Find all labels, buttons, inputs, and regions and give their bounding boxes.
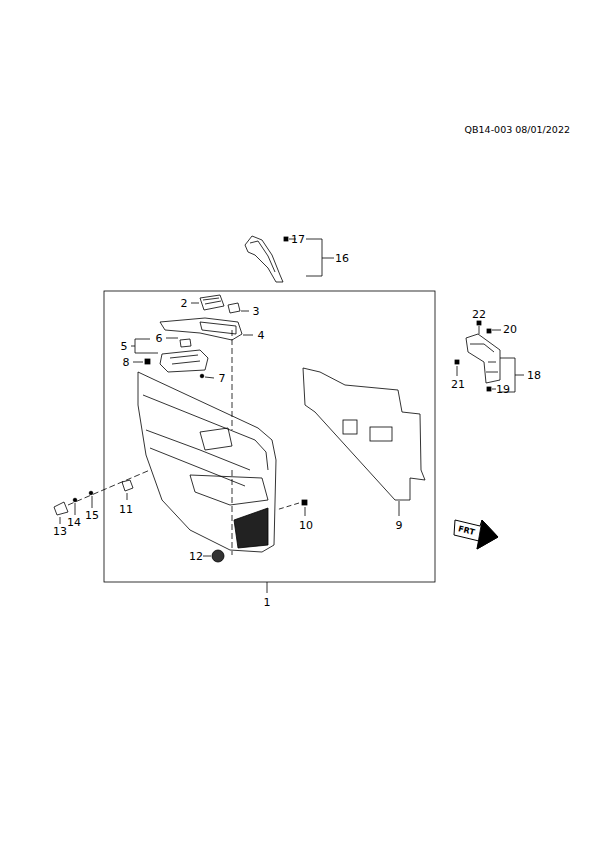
callout-number: 3 [253, 306, 260, 317]
callout-number: 18 [527, 370, 541, 381]
assembly-frame [104, 291, 435, 582]
callout-number: 8 [123, 357, 130, 368]
drawing-code: QB14-003 08/01/2022 [465, 125, 570, 135]
callout-number: 1 [264, 597, 271, 608]
callout-number: 16 [335, 253, 349, 264]
callout-number: 4 [258, 330, 265, 341]
callout-number: 9 [396, 520, 403, 531]
callout-number: 11 [119, 504, 133, 515]
callout-number: 10 [299, 520, 313, 531]
callout-number: 15 [85, 510, 99, 521]
callout-number: 2 [181, 298, 188, 309]
callout-number: 13 [53, 526, 67, 537]
callout-number: 14 [67, 517, 81, 528]
callout-number: 22 [472, 309, 486, 320]
callout-number: 17 [291, 234, 305, 245]
callout-number: 21 [451, 379, 465, 390]
callout-number: 5 [121, 341, 128, 352]
callout-number: 7 [219, 373, 226, 384]
callout-number: 20 [503, 324, 517, 335]
callout-number: 19 [496, 384, 510, 395]
callout-number: 12 [189, 551, 203, 562]
callout-number: 6 [156, 333, 163, 344]
